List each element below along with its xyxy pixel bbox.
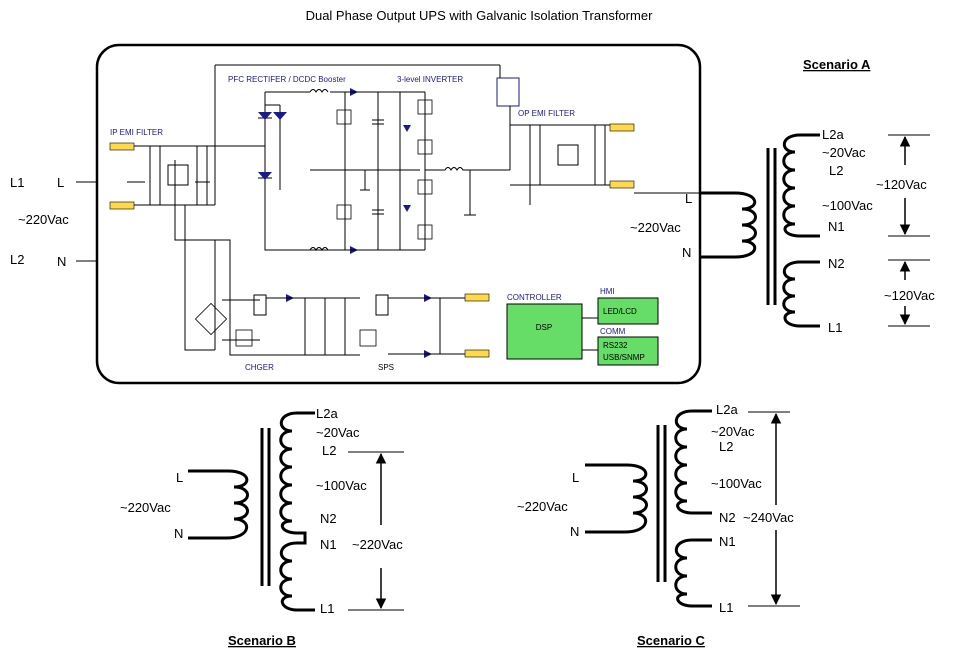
ups-block: L1 L ~220Vac L2 N IP EMI FILTER PFC RECT…: [10, 43, 702, 385]
diagram-title: Dual Phase Output UPS with Galvanic Isol…: [306, 8, 653, 23]
scenario-c-l1-label: L1: [719, 600, 733, 615]
scenario-b-n2-label: N2: [320, 511, 337, 526]
input-voltage-label: ~220Vac: [18, 212, 69, 227]
scenario-c-n-label: N: [570, 524, 579, 539]
controller-label: CONTROLLER: [507, 293, 562, 302]
scenario-b-l-label: L: [176, 470, 183, 485]
scenario-c-l-label: L: [572, 470, 579, 485]
inverter-label: 3-level INVERTER: [397, 75, 463, 84]
scenario-a-n-label: N: [682, 245, 691, 260]
dsp-box: [506, 303, 583, 360]
scenario-b-heading: Scenario B: [228, 633, 296, 648]
scenario-b-primary-voltage: ~220Vac: [120, 500, 171, 515]
scenario-a-heading: Scenario A: [803, 57, 871, 72]
scenario-a-l2a-label: L2a: [822, 127, 844, 142]
led-lcd-label: LED/LCD: [603, 307, 637, 316]
scenario-a-n1-label: N1: [828, 219, 845, 234]
scenario-c-primary-voltage: ~220Vac: [517, 499, 568, 514]
hmi-box: [597, 297, 659, 325]
scenario-a: Scenario A L ~220Vac N L2a ~20Vac L2 ~10…: [630, 57, 935, 335]
scenario-a-l2-label: L2: [829, 163, 843, 178]
input-l-label: L: [57, 175, 64, 190]
scenario-c-n2-label: N2: [719, 510, 736, 525]
scenario-b-n-label: N: [174, 526, 183, 541]
scenario-b: Scenario B L ~220Vac N L2a ~20Vac L2 ~10…: [120, 406, 404, 648]
input-l2-label: L2: [10, 252, 24, 267]
usb-snmp-label: USB/SNMP: [603, 353, 645, 362]
scenario-b-l1-label: L1: [320, 601, 334, 616]
scenario-c-l2a-label: L2a: [716, 402, 738, 417]
scenario-a-100vac-label: ~100Vac: [822, 198, 873, 213]
scenario-c: Scenario C L ~220Vac N L2a ~20Vac L2 ~10…: [517, 402, 800, 648]
charger-label: CHGER: [245, 363, 274, 372]
scenario-b-l2a-label: L2a: [316, 406, 338, 421]
pfc-label: PFC RECTIFER / DCDC Booster: [228, 75, 346, 84]
sps-label: SPS: [378, 363, 394, 372]
input-n-label: N: [57, 254, 66, 269]
scenario-b-100vac-label: ~100Vac: [316, 478, 367, 493]
scenario-a-l-label: L: [685, 191, 692, 206]
comm-box: [597, 336, 659, 366]
rs232-label: RS232: [603, 341, 628, 350]
scenario-c-heading: Scenario C: [637, 633, 706, 648]
scenario-b-20vac-label: ~20Vac: [316, 425, 360, 440]
scenario-b-n1-label: N1: [320, 537, 337, 552]
scenario-c-l2-label: L2: [719, 439, 733, 454]
scenario-c-n1-label: N1: [719, 534, 736, 549]
scenario-a-20vac-label: ~20Vac: [822, 145, 866, 160]
scenario-c-240vac-label: ~240Vac: [743, 510, 794, 525]
input-l1-label: L1: [10, 175, 24, 190]
scenario-a-120vac-upper: ~120Vac: [876, 177, 927, 192]
op-emi-filter-label: OP EMI FILTER: [518, 109, 575, 118]
scenario-c-100vac-label: ~100Vac: [711, 476, 762, 491]
comm-label: COMM: [600, 327, 626, 336]
ip-emi-filter-label: IP EMI FILTER: [110, 128, 163, 137]
scenario-a-120vac-lower: ~120Vac: [884, 288, 935, 303]
scenario-a-primary-voltage: ~220Vac: [630, 220, 681, 235]
hmi-label: HMI: [600, 287, 615, 296]
scenario-b-l2-label: L2: [322, 443, 336, 458]
scenario-b-220vac-label: ~220Vac: [352, 537, 403, 552]
scenario-a-n2-label: N2: [828, 256, 845, 271]
ups-schematic: IP EMI FILTER PFC RECTIFER / DCDC Booste…: [109, 64, 700, 372]
scenario-a-l1-label: L1: [828, 320, 842, 335]
dsp-label: DSP: [536, 323, 552, 332]
scenario-c-20vac-label: ~20Vac: [711, 424, 755, 439]
